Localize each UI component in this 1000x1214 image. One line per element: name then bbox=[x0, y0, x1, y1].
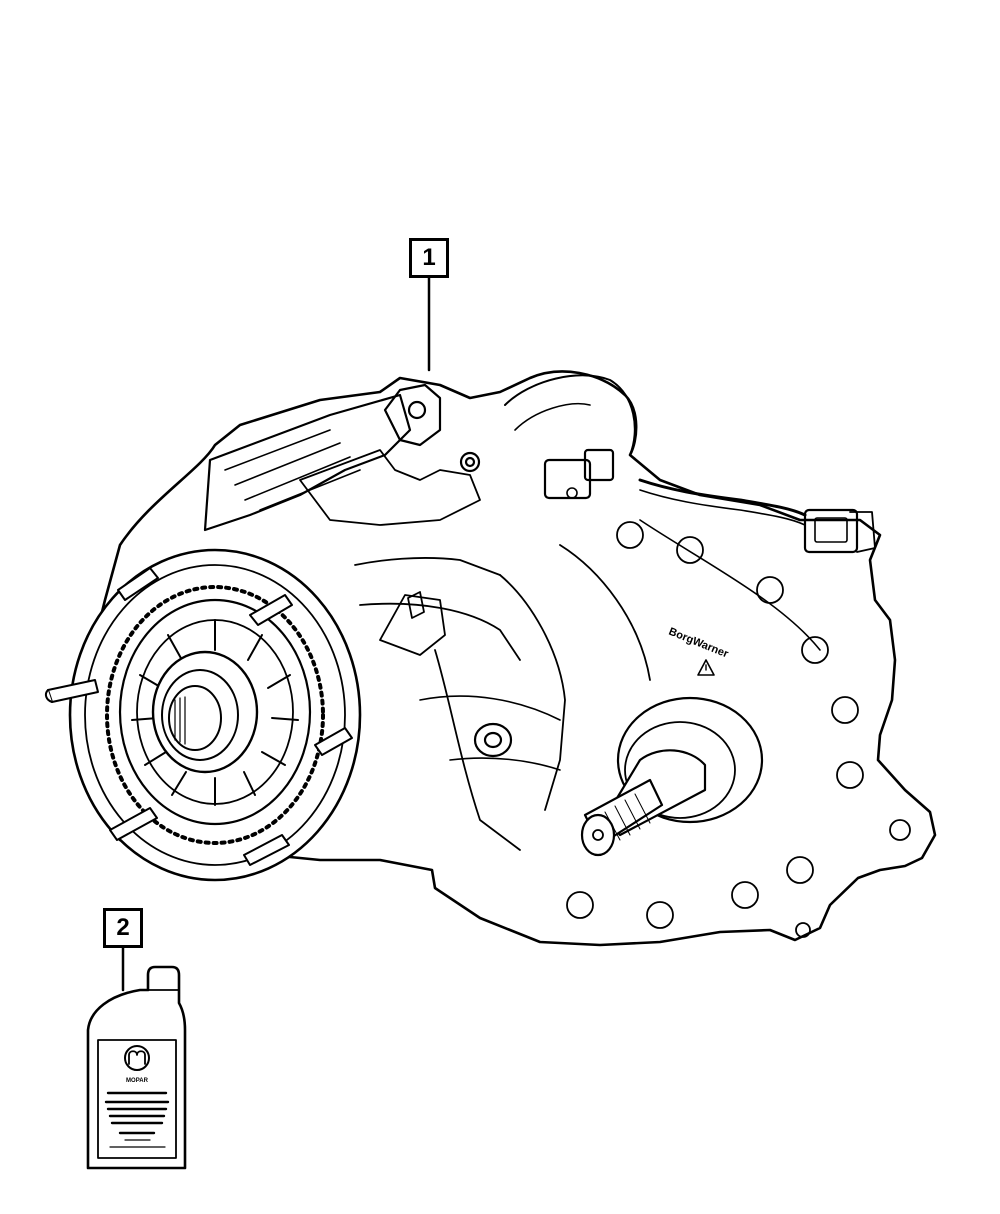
bottle-brand-label: MOPAR bbox=[126, 1078, 149, 1084]
top-bracket bbox=[383, 383, 442, 447]
fluid-bottle-illustration: MOPAR bbox=[86, 965, 187, 1170]
mounting-boss bbox=[473, 722, 513, 758]
callout-2-number: 2 bbox=[116, 914, 130, 941]
callout-2-box: 2 bbox=[103, 908, 143, 948]
callout-1-number: 1 bbox=[422, 244, 436, 271]
mopar-logo-icon bbox=[124, 1045, 150, 1071]
top-cover bbox=[203, 393, 412, 532]
transfer-case-illustration: BorgWarner bbox=[44, 370, 937, 947]
warning-triangle-icon bbox=[697, 659, 715, 676]
bottle-outline bbox=[86, 965, 187, 1170]
bottle-label bbox=[97, 1039, 177, 1159]
callout-1-box: 1 bbox=[409, 238, 449, 278]
flange-studs bbox=[44, 567, 353, 866]
bottle-label-text-lines bbox=[104, 1091, 170, 1135]
electrical-connector bbox=[803, 508, 859, 554]
